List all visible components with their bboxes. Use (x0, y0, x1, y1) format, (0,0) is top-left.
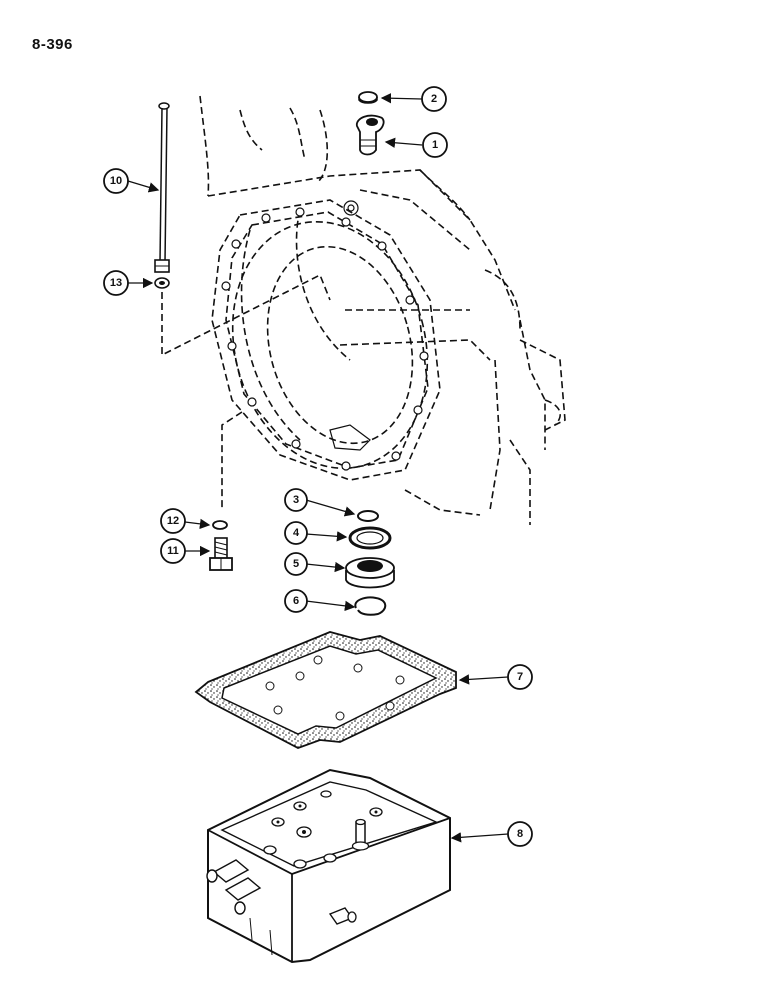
transmission-housing (199, 95, 566, 525)
gasket-7 (194, 631, 457, 749)
svg-text:12: 12 (167, 515, 179, 527)
washer-13 (154, 277, 170, 289)
callout-5: 5 (284, 552, 308, 576)
adapter-5 (345, 557, 395, 589)
housing-flange (211, 199, 441, 481)
long-bolt (154, 102, 170, 273)
o-ring-3 (357, 510, 379, 522)
svg-text:10: 10 (110, 175, 122, 187)
callout-6: 6 (284, 589, 308, 613)
cap-part (358, 91, 378, 104)
svg-text:3: 3 (293, 494, 299, 506)
bolt-11 (209, 537, 233, 571)
page-number: 8-396 (32, 36, 73, 53)
snap-ring-6 (354, 596, 387, 616)
callout-12: 12 (160, 508, 186, 534)
plug-part (356, 114, 385, 156)
svg-text:8: 8 (517, 828, 523, 840)
callout-2: 2 (421, 86, 447, 112)
svg-text:4: 4 (293, 527, 300, 539)
callout-8: 8 (507, 821, 533, 847)
svg-text:2: 2 (431, 93, 437, 105)
leader-lines (127, 93, 509, 843)
svg-text:1: 1 (432, 139, 438, 151)
callout-7: 7 (507, 664, 533, 690)
svg-text:5: 5 (293, 558, 299, 570)
svg-text:6: 6 (293, 595, 299, 607)
svg-text:13: 13 (110, 277, 122, 289)
callout-11: 11 (160, 538, 186, 564)
svg-text:11: 11 (167, 545, 179, 557)
callout-10: 10 (103, 168, 129, 194)
valve-body-8 (206, 768, 451, 964)
callout-4: 4 (284, 521, 308, 545)
callout-1: 1 (422, 132, 448, 158)
callout-13: 13 (103, 270, 129, 296)
callout-3: 3 (284, 488, 308, 512)
washer-12 (212, 520, 228, 530)
seal-4 (348, 526, 392, 550)
svg-text:7: 7 (517, 671, 523, 683)
